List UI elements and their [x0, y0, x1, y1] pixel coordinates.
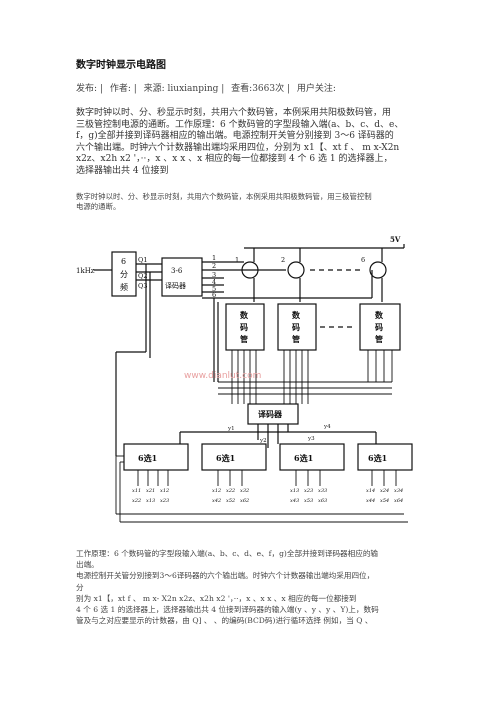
para3-line: 管及与之对应要显示的计数器，由 Q] 、 、的编码(BCD码)进行循环选择 例如… — [76, 616, 373, 626]
mux-input: x33 — [318, 488, 327, 494]
out-num: 2 — [212, 262, 216, 270]
digit-label: 码 — [292, 322, 300, 332]
transistor-num: 6 — [361, 256, 365, 264]
transistor-num: 1 — [235, 256, 239, 264]
q2-label: Q2 — [138, 272, 147, 280]
mux-input: x12 — [160, 488, 169, 494]
para3-line: 4 个 6 选 1 的选择器上，选择器输出共 4 位接到译码器的输入端(y 、y… — [76, 605, 379, 615]
para3-line: 分 — [76, 582, 84, 592]
mux-input: x14 — [366, 488, 375, 494]
intro-paragraph: 数字时钟以时、分、秒显示时刻，共用六个数码管，本例采用共阳极数码管，用 三极管控… — [76, 108, 432, 178]
mux-input: x54 — [380, 498, 389, 504]
digit-label: 码 — [375, 322, 383, 332]
out-num: 4 — [212, 278, 216, 286]
mux-label: 6选1 — [368, 453, 387, 463]
transistor-num: 2 — [281, 256, 285, 264]
mux-input: x63 — [318, 498, 327, 504]
digit-label: 数 — [375, 310, 384, 320]
meta-source[interactable]: 来源: liuxianping | — [143, 84, 225, 94]
decoder-mid-label: 译码器 — [258, 409, 283, 419]
mux-input: x22 — [132, 498, 141, 504]
mux-input: x13 — [290, 488, 299, 494]
mux-input: x62 — [240, 498, 249, 504]
mux-input: x64 — [394, 498, 403, 504]
article-title: 数字时钟显示电路图 — [76, 60, 166, 71]
supply-label: 5V — [390, 235, 401, 244]
q3-label: Q3 — [138, 282, 147, 290]
para1-line: 三极管控制电源的通断。工作原理：6 个数码管的字型段输入端(a、b、c、d、e、 — [76, 119, 404, 130]
detail-paragraph: 工作原理：6 个数码管的字型段输入端(a、b、c、d、e、f，g)全部并接到译码… — [76, 548, 432, 626]
divider-label-1: 6 — [121, 257, 126, 266]
digit-label: 管 — [240, 334, 248, 344]
para1-line: 六个输出端。时钟六个计数器输出端均采用四位，分别为 x1【、xt f 、 m x… — [76, 142, 400, 153]
digit-label: 数 — [292, 310, 301, 320]
y-label: y1 — [227, 426, 235, 432]
meta-publish: 发布: | — [76, 84, 103, 94]
para3-line: 别为 x1【，xt f 、 m x- X2n x2z、x2h x2 '，··，x… — [76, 593, 357, 603]
decoder-top-label-2: 译码器 — [165, 282, 186, 290]
y-label: y2 — [259, 438, 267, 444]
decoder-mid-box — [247, 403, 299, 425]
digit-label: 管 — [375, 334, 383, 344]
out-num: 1 — [212, 254, 216, 262]
mux-input: x21 — [146, 488, 155, 494]
mux-label: 6选1 — [216, 453, 235, 463]
mux-input: x24 — [380, 488, 389, 494]
mux-input: x12 — [212, 488, 221, 494]
out-num: 6 — [212, 291, 216, 299]
para3-line: 工作原理：6 个数码管的字型段输入端(a、b、c、d、e、f，g)全部并接到译码… — [76, 549, 379, 558]
watermark: www.dianlut.com — [184, 371, 261, 381]
decoder-top-label-1: 3-6 — [171, 267, 183, 275]
input-freq-label: 1kHz — [76, 267, 95, 275]
para1-line: 选择器输出共 4 位接到 — [76, 165, 169, 176]
mux-input: x53 — [304, 498, 313, 504]
mux-label: 6选1 — [294, 453, 313, 463]
para2-line: 数字时钟以时、分、秒显示时刻，共用六个数码管，本例采用共阳极数码管，用三极管控制 — [76, 192, 372, 201]
meta-author: 作者: | — [109, 84, 137, 94]
out-num: 5 — [212, 285, 216, 293]
article-meta: 发布: | 作者: | 来源: liuxianping | 查看:3663次 |… — [76, 81, 340, 94]
meta-follow[interactable]: 用户关注: — [296, 84, 336, 94]
mux-input: x13 — [146, 498, 155, 504]
mux-input: x23 — [160, 498, 169, 504]
divider-label-2: 分 — [120, 270, 128, 279]
divider-box — [111, 251, 137, 297]
q1-label: Q1 — [138, 256, 147, 264]
mux-input: x52 — [226, 498, 235, 504]
para2-line: 电源的通断。 — [76, 201, 121, 211]
divider-label-3: 频 — [120, 282, 128, 292]
out-num: 3 — [212, 271, 216, 279]
para1-line: x2z、x2h x2 '，··，x 、x x 、x 相应的每一位都接到 4 个 … — [76, 154, 393, 165]
para1-line: f，g)全部并接到译码器相应的输出端。电源控制开关管分别接到 3～6 译码器的 — [76, 131, 394, 142]
mux-input: x44 — [366, 498, 375, 504]
mux-input: x42 — [212, 498, 221, 504]
digit-label: 码 — [240, 322, 248, 332]
digit-label: 管 — [292, 334, 300, 344]
mux-input: x34 — [394, 488, 403, 494]
meta-views: 查看:3663次 | — [231, 84, 290, 94]
mux-input: x22 — [226, 488, 235, 494]
y-label: y4 — [323, 424, 331, 430]
mux-input: x11 — [132, 488, 141, 494]
para1-line: 数字时钟以时、分、秒显示时刻，共用六个数码管，本例采用共阳极数码管，用 — [76, 108, 392, 118]
clock-circuit-diagram: 1kHz 6 分 频 Q1 Q2 Q3 3-6 译码器 1 2 3 4 5 6 … — [76, 235, 413, 523]
para3-line: 电源控制开关管分别接到3～6译码器的六个输出端。时钟六个计数器输出端均采用四位， — [76, 571, 375, 581]
decoder-3-6-box — [161, 257, 203, 297]
digit-label: 数 — [240, 310, 249, 320]
mux-label: 6选1 — [138, 453, 157, 463]
summary-paragraph: 数字时钟以时、分、秒显示时刻，共用六个数码管，本例采用共阳极数码管，用三极管控制… — [76, 192, 432, 211]
y-label: y3 — [307, 436, 315, 442]
mux-input: x32 — [240, 488, 249, 494]
mux-input: x43 — [290, 498, 299, 504]
para3-line: 出端。 — [76, 560, 99, 570]
mux-input: x23 — [304, 488, 313, 494]
